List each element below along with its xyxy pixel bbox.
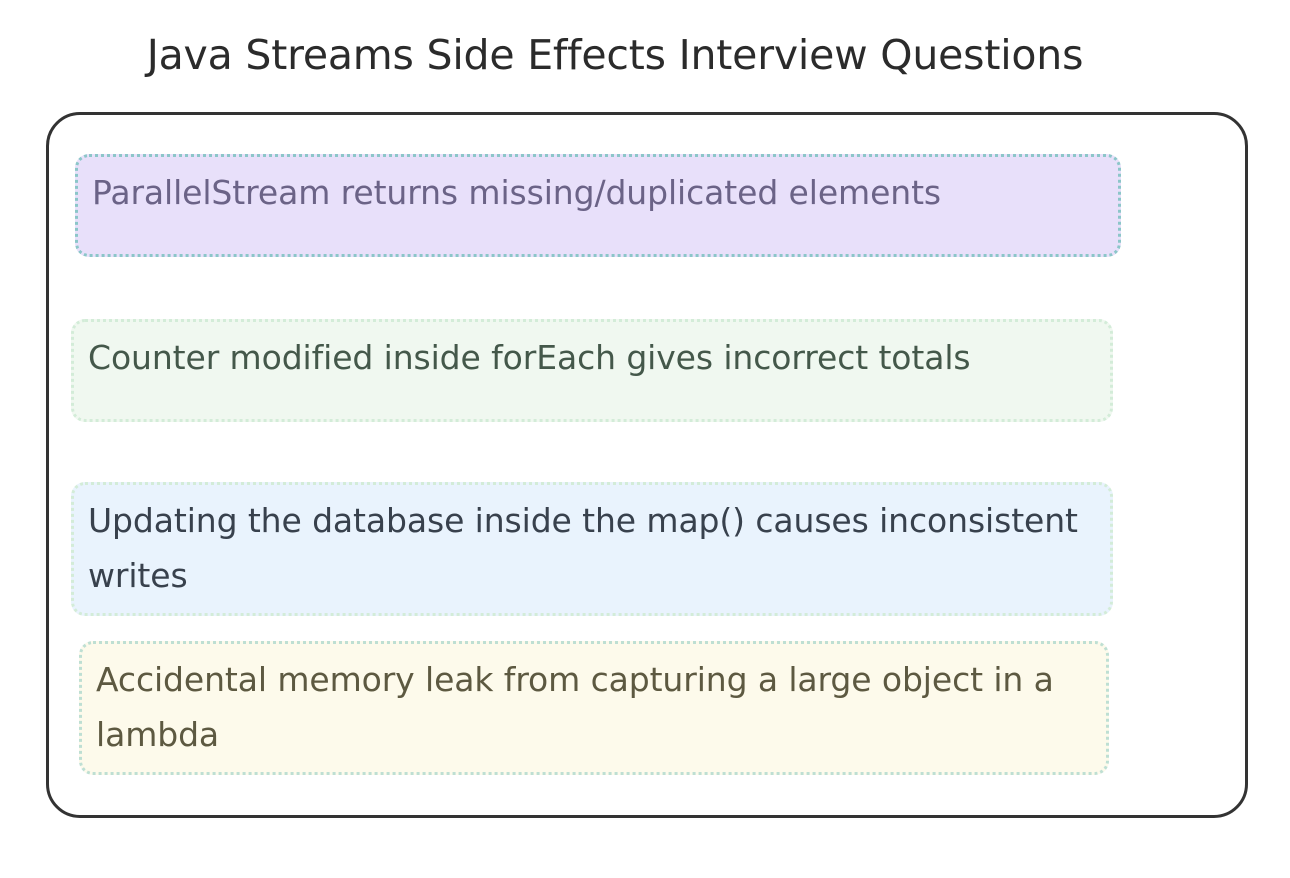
question-item-database-map[interactable]: Updating the database inside the map() c… [71,482,1113,616]
question-item-label: ParallelStream returns missing/duplicate… [92,173,942,212]
questions-panel: ParallelStream returns missing/duplicate… [46,112,1248,818]
question-item-label: Accidental memory leak from capturing a … [96,660,1054,754]
diagram-title: Java Streams Side Effects Interview Ques… [146,31,1084,79]
question-item-label: Counter modified inside forEach gives in… [88,338,971,377]
question-item-parallelstream[interactable]: ParallelStream returns missing/duplicate… [75,154,1121,257]
question-item-memory-leak-lambda[interactable]: Accidental memory leak from capturing a … [79,641,1109,775]
question-item-label: Updating the database inside the map() c… [88,501,1078,595]
question-item-counter-foreach[interactable]: Counter modified inside forEach gives in… [71,319,1113,422]
